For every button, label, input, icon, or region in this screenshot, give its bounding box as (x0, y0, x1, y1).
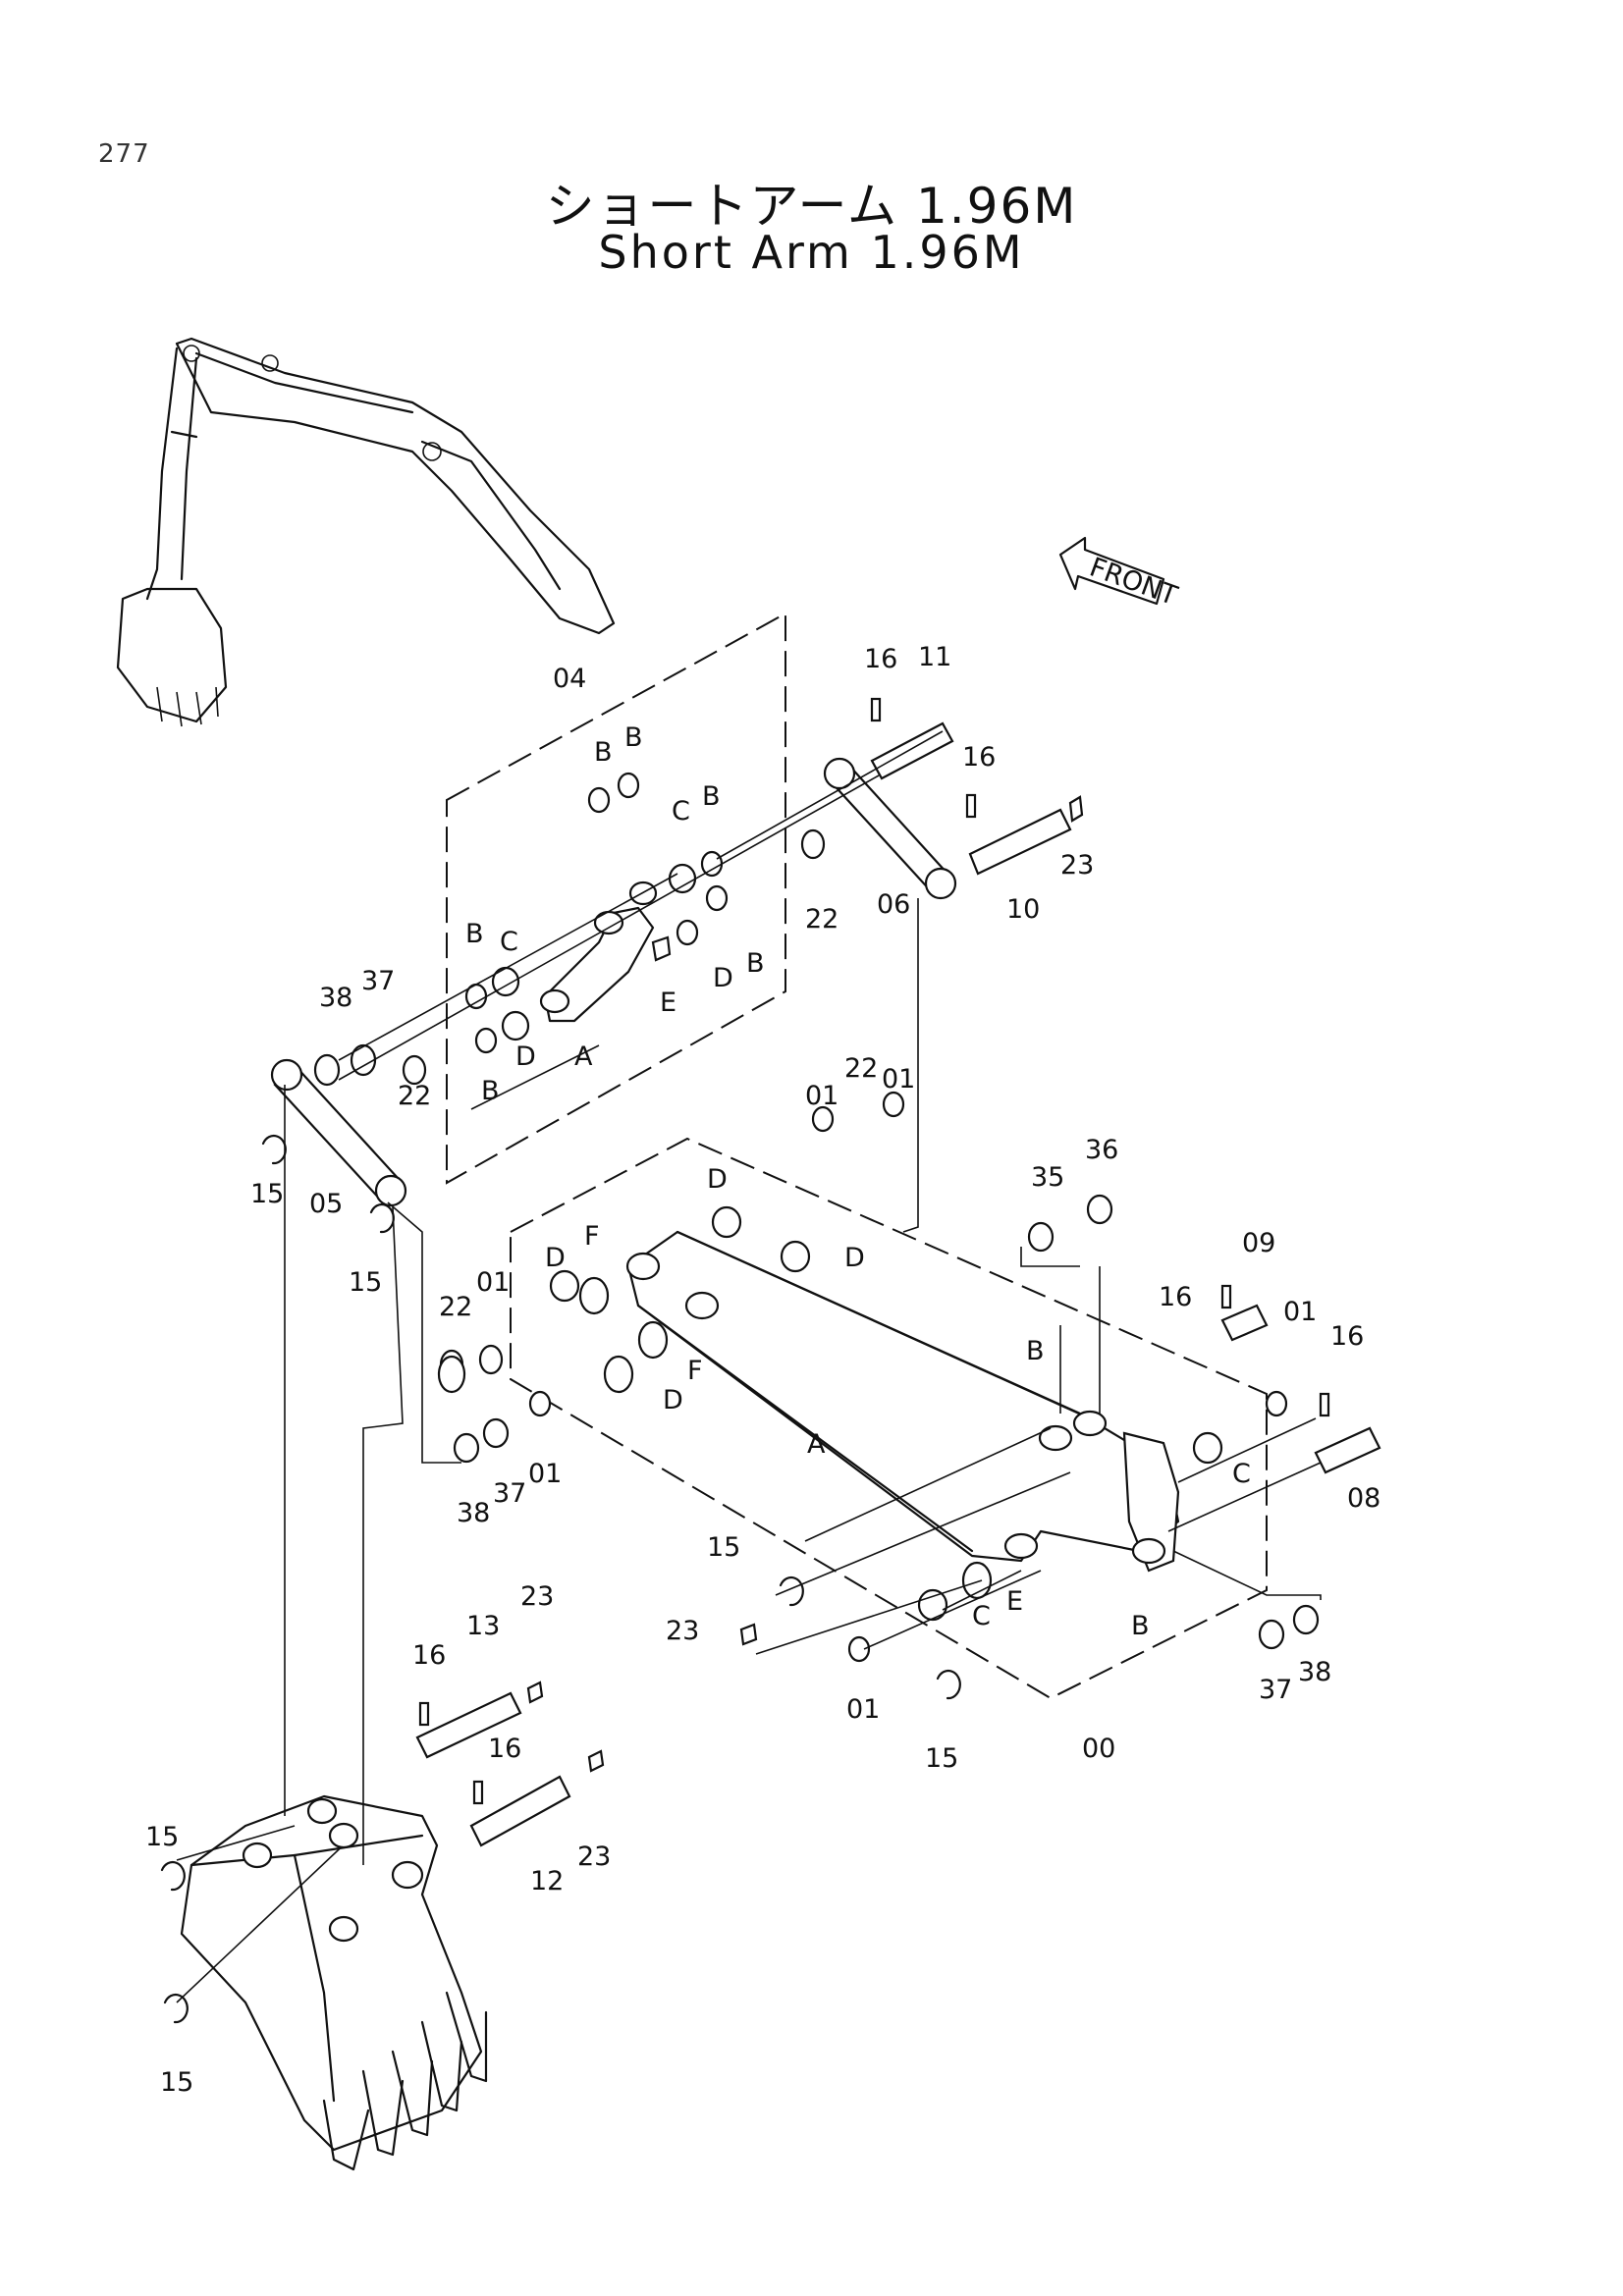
callout-16: 16 (864, 644, 897, 674)
alignment-lines (176, 730, 1322, 2003)
callout-D: D (713, 963, 733, 993)
callout-06: 06 (877, 889, 910, 920)
callout-23: 23 (520, 1581, 554, 1612)
callout-C: C (500, 927, 518, 957)
page-number: 277 (98, 139, 150, 169)
callout-B: B (746, 948, 765, 979)
bushings-washers (313, 772, 1320, 1663)
link-assembly-04-boundary (446, 612, 786, 1185)
callout-B: B (594, 737, 613, 768)
grease-fittings (526, 795, 1084, 1773)
callout-D: D (663, 1385, 683, 1415)
callout-22: 22 (398, 1081, 431, 1111)
callout-01: 01 (846, 1694, 880, 1725)
callout-00: 00 (1082, 1734, 1115, 1764)
callout-01: 01 (805, 1081, 839, 1111)
callout-01: 01 (476, 1267, 510, 1298)
callout-10: 10 (1006, 894, 1040, 925)
callout-A: A (574, 1041, 593, 1072)
callout-01: 01 (1283, 1297, 1317, 1327)
callout-16: 16 (1159, 1282, 1192, 1312)
callout-23: 23 (666, 1616, 699, 1646)
callout-22: 22 (805, 904, 839, 934)
callout-F: F (687, 1356, 703, 1386)
callout-D: D (515, 1041, 536, 1072)
callout-16: 16 (1330, 1321, 1364, 1352)
arm-body (625, 1230, 1180, 1573)
callout-B: B (465, 919, 484, 949)
callout-35: 35 (1031, 1162, 1064, 1193)
callout-36: 36 (1085, 1135, 1118, 1165)
side-link-05 (270, 1058, 407, 1207)
callout-B: B (624, 722, 643, 753)
callout-B: B (1026, 1336, 1045, 1366)
callout-15: 15 (145, 1822, 179, 1852)
callout-37: 37 (361, 966, 395, 996)
callout-E: E (1006, 1586, 1023, 1617)
lock-pins (418, 697, 1330, 1805)
callout-C: C (972, 1601, 991, 1631)
callout-13: 13 (466, 1611, 500, 1641)
excavator-thumbnail (116, 337, 616, 727)
callout-E: E (660, 988, 676, 1018)
link-04 (539, 881, 658, 1023)
callout-09: 09 (1242, 1228, 1275, 1258)
callout-08: 08 (1347, 1483, 1380, 1514)
callout-05: 05 (309, 1189, 343, 1219)
callout-38: 38 (457, 1498, 490, 1528)
callout-15: 15 (349, 1267, 382, 1298)
callout-23: 23 (577, 1842, 611, 1872)
callout-01: 01 (528, 1459, 562, 1489)
callout-16: 16 (488, 1734, 521, 1764)
callout-22: 22 (439, 1292, 472, 1322)
callout-15: 15 (250, 1179, 284, 1209)
title-japanese: ショートアーム 1.96M (545, 178, 1078, 235)
callout-F: F (584, 1221, 600, 1252)
pins (415, 721, 1381, 1847)
callout-16: 16 (412, 1640, 446, 1671)
arm-assembly-00-boundary (510, 1137, 1268, 1700)
callout-22: 22 (844, 1053, 878, 1084)
snap-rings (160, 1134, 961, 2024)
front-direction-arrow: FRONT (1058, 536, 1182, 612)
callout-12: 12 (530, 1866, 564, 1896)
callout-11: 11 (918, 642, 951, 672)
callout-B: B (481, 1076, 500, 1106)
callout-38: 38 (319, 983, 352, 1013)
bucket (180, 1794, 488, 2171)
callout-D: D (844, 1243, 865, 1273)
callout-01: 01 (882, 1064, 915, 1095)
callout-15: 15 (707, 1532, 740, 1563)
callout-38: 38 (1298, 1657, 1331, 1687)
callout-B: B (1131, 1611, 1150, 1641)
side-link-06 (823, 757, 957, 900)
callout-labels: 04 16 11 16 23 10 06 22 B B C B B D E C … (145, 642, 1380, 2098)
callout-15: 15 (160, 2067, 193, 2098)
title-english: Short Arm 1.96M (598, 226, 1025, 279)
callout-B: B (702, 781, 721, 812)
callout-A: A (807, 1429, 826, 1460)
callout-D: D (707, 1164, 728, 1195)
callout-15: 15 (925, 1743, 958, 1774)
callout-16: 16 (962, 742, 996, 773)
callout-C: C (1232, 1459, 1251, 1489)
callout-37: 37 (493, 1478, 526, 1509)
front-label: FRONT (1086, 552, 1182, 612)
callout-D: D (545, 1243, 566, 1273)
callout-23: 23 (1060, 850, 1094, 881)
callout-37: 37 (1259, 1675, 1292, 1705)
callout-C: C (672, 796, 690, 827)
callout-04: 04 (553, 664, 586, 694)
